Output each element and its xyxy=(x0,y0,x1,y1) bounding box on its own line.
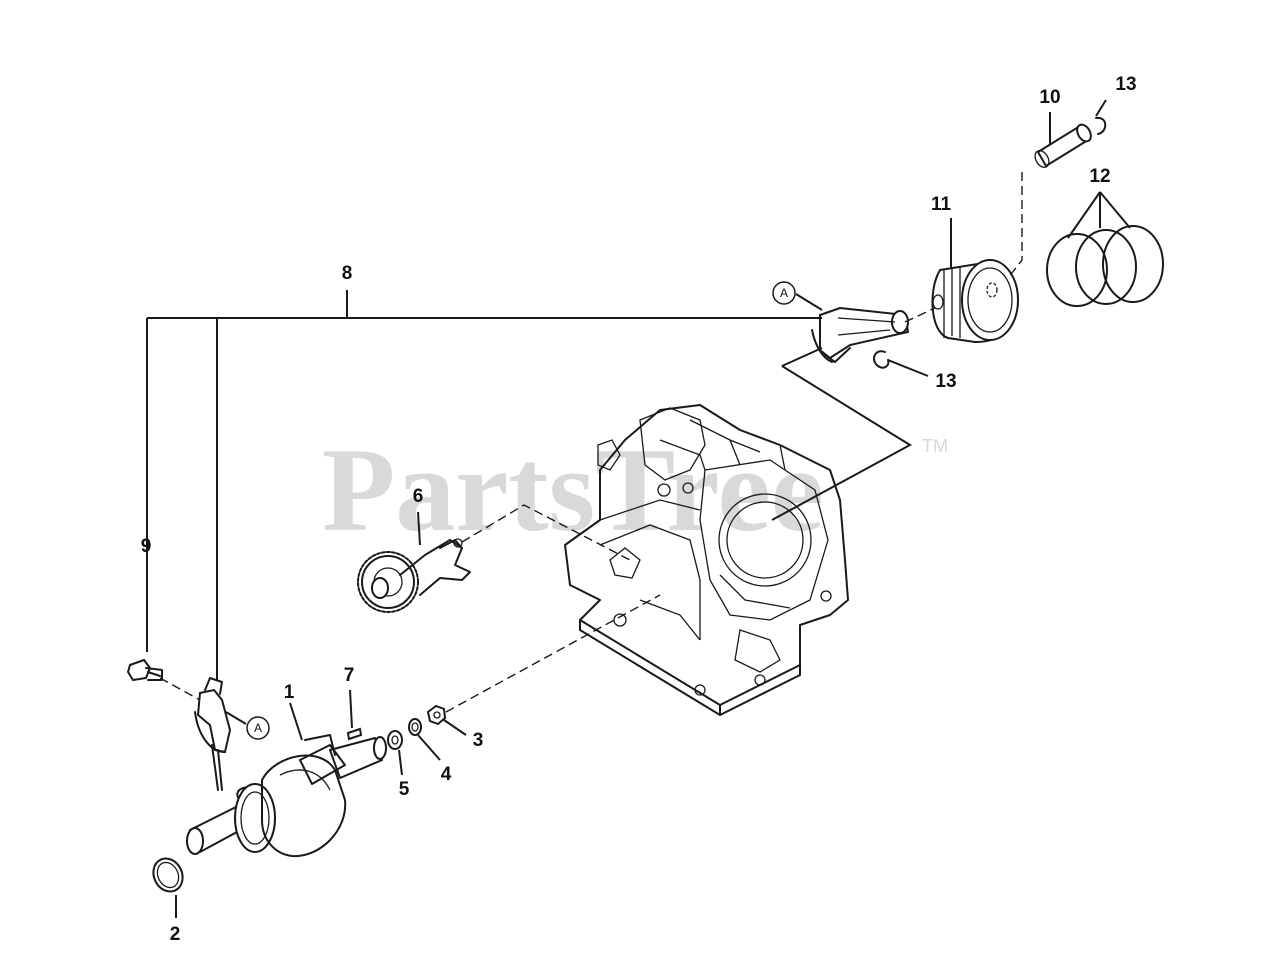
connecting-rod xyxy=(811,306,910,363)
nut-hole xyxy=(433,711,441,719)
washer-part-4 xyxy=(408,718,422,736)
o-ring-part-2 xyxy=(152,857,184,893)
callout-12: 12 xyxy=(1089,166,1110,187)
key xyxy=(346,727,363,741)
piston-pin xyxy=(1034,123,1092,169)
piston xyxy=(931,259,1019,344)
callout-8: 8 xyxy=(342,263,353,284)
engine-block xyxy=(564,404,849,716)
callout-3: 3 xyxy=(473,730,484,751)
washer-part-4-hole xyxy=(411,722,419,732)
assembly-dashed-lines xyxy=(159,172,1023,713)
reference-a-top: A xyxy=(772,281,796,305)
crankshaft xyxy=(186,734,387,858)
washer-part-5-hole xyxy=(391,735,399,745)
reference-a-bottom: A xyxy=(246,716,270,740)
leader-lines xyxy=(146,99,1131,918)
washer-part-5 xyxy=(387,730,403,750)
callout-10: 10 xyxy=(1039,87,1060,108)
watermark-trademark: TM xyxy=(922,436,948,456)
connecting-rod-cap xyxy=(194,677,232,791)
nut-part-3 xyxy=(426,704,447,726)
callout-9: 9 xyxy=(141,536,152,557)
callout-7: 7 xyxy=(344,665,355,686)
retainer-clip-top xyxy=(1095,116,1107,135)
o-ring-inner xyxy=(156,861,180,889)
oil-slinger-gear xyxy=(357,538,471,613)
bolt-part-9 xyxy=(126,658,163,682)
callout-13-top: 13 xyxy=(1115,74,1136,95)
callout-1: 1 xyxy=(284,682,295,703)
watermark-text: PartsTree xyxy=(322,423,824,556)
svg-text:A: A xyxy=(254,721,262,735)
callout-6: 6 xyxy=(413,486,424,507)
callout-5: 5 xyxy=(399,779,410,800)
svg-text:A: A xyxy=(780,286,788,300)
callout-2: 2 xyxy=(170,924,181,945)
piston-rings xyxy=(1046,225,1164,307)
callout-4: 4 xyxy=(441,764,452,785)
callout-13-bottom: 13 xyxy=(935,371,956,392)
retainer-clip-bottom xyxy=(873,350,890,369)
callout-11: 11 xyxy=(931,194,952,215)
